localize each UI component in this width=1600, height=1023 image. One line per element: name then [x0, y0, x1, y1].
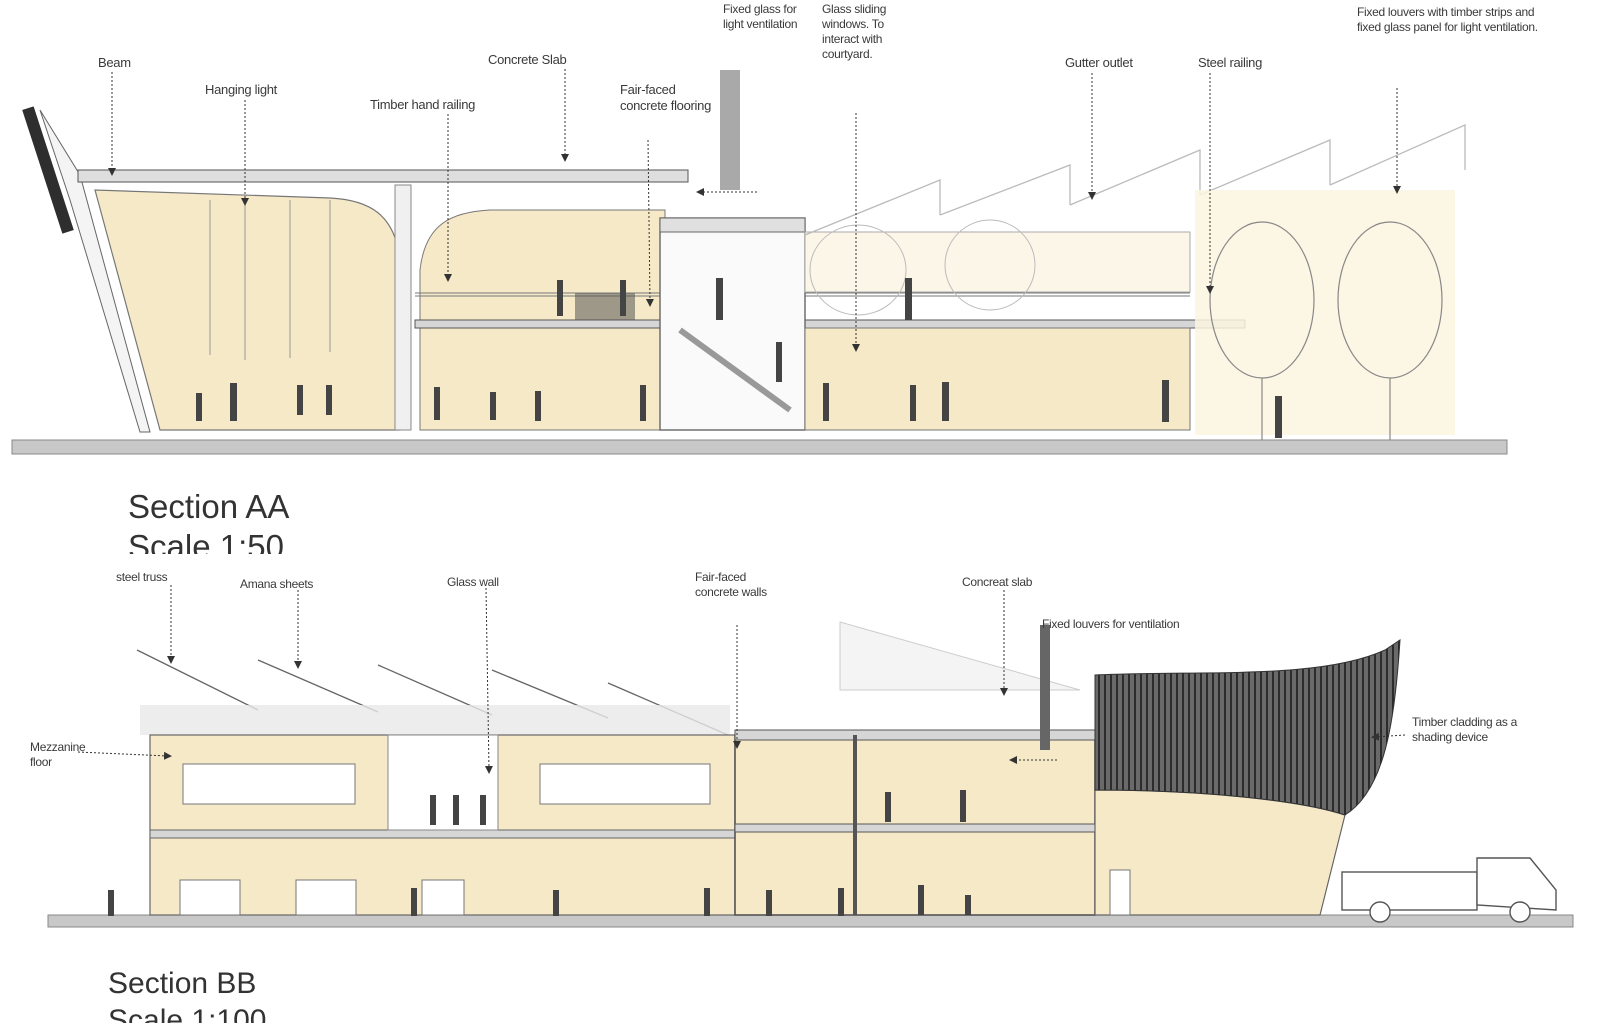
- label-concrete-slab: Concrete Slab: [488, 52, 567, 67]
- leaders-aa: [108, 69, 1401, 352]
- label-gutter-outlet: Gutter outlet: [1065, 55, 1133, 70]
- roof-slab-aa: [77, 169, 689, 183]
- label-amana-sheets: Amana sheets: [240, 577, 314, 591]
- label-fair-faced-walls: Fair-faced concrete walls: [695, 570, 767, 599]
- right-pavilion-upper: [804, 231, 1191, 293]
- label-glass-sliding-windows: Glass sliding windows. To interact with …: [822, 2, 887, 61]
- left-slanted-facade: [39, 109, 151, 433]
- label-fixed-louvers-timber: Fixed louvers with timber strips and fix…: [1357, 5, 1538, 34]
- middle-floor-slab: [734, 823, 1096, 833]
- label-concreat-slab: Concreat slab: [962, 575, 1033, 589]
- chimney-ventilation: [720, 70, 740, 190]
- mezzanine-floor-aa: [414, 319, 1246, 329]
- label-fixed-glass: Fixed glass for light ventilation: [723, 2, 798, 31]
- label-glass-wall: Glass wall: [447, 575, 499, 589]
- windows-bb: [179, 763, 711, 916]
- section-aa: [11, 69, 1508, 455]
- right-block-bb: [1094, 789, 1346, 916]
- section-aa-scale: Scale 1:50: [128, 528, 284, 554]
- glass-wall: [387, 734, 499, 831]
- right-pavilion-lower: [804, 327, 1191, 431]
- tree-ghost-1: [809, 224, 907, 316]
- label-hanging-light: Hanging light: [205, 82, 277, 97]
- truck: [1341, 857, 1557, 923]
- facade-panel-dark: [22, 106, 74, 234]
- courtyard-area: [1195, 190, 1455, 435]
- section-aa-title: Section AA: [128, 488, 290, 525]
- ground-line-aa: [11, 439, 1508, 455]
- label-mezzanine-floor: Mezzanine floor: [30, 740, 86, 769]
- label-fixed-louvers-ventilation: Fixed louvers for ventilation: [1042, 617, 1180, 631]
- tree-left: [1209, 221, 1315, 440]
- sawtooth-roof-aa: [804, 123, 1466, 236]
- central-block-top: [659, 217, 806, 233]
- louver-chimney: [1040, 625, 1050, 750]
- column: [394, 184, 412, 431]
- mezzanine-floor-bb: [149, 829, 736, 839]
- label-timber-cladding: Timber cladding as a shading device: [1412, 715, 1517, 744]
- people-bb: [108, 790, 971, 916]
- central-block: [659, 217, 806, 431]
- section-bb-title: Section BB: [108, 967, 257, 1000]
- people-aa: [196, 278, 1282, 438]
- label-steel-railing: Steel railing: [1198, 55, 1263, 70]
- label-beam: Beam: [98, 55, 131, 70]
- ground-line-bb: [47, 914, 1574, 928]
- label-steel-truss: steel truss: [116, 570, 168, 584]
- section-bb-scale: Scale 1:100: [108, 1005, 267, 1023]
- timber-cladding: [1094, 639, 1401, 816]
- label-fair-faced-flooring: Fair-faced concrete flooring: [620, 82, 712, 113]
- leaders-bb: [77, 585, 1406, 774]
- section-bb: [47, 585, 1574, 928]
- ghost-roof: [839, 621, 1081, 691]
- hanging-lights: [209, 200, 331, 360]
- main-hall-wall: [94, 189, 401, 431]
- door: [1109, 869, 1131, 916]
- tree-right: [1337, 221, 1443, 440]
- stair: [678, 327, 792, 413]
- tree-ghost-2: [944, 219, 1036, 311]
- label-timber-hand-railing: Timber hand railing: [370, 97, 476, 112]
- roof-band-bb: [140, 705, 730, 735]
